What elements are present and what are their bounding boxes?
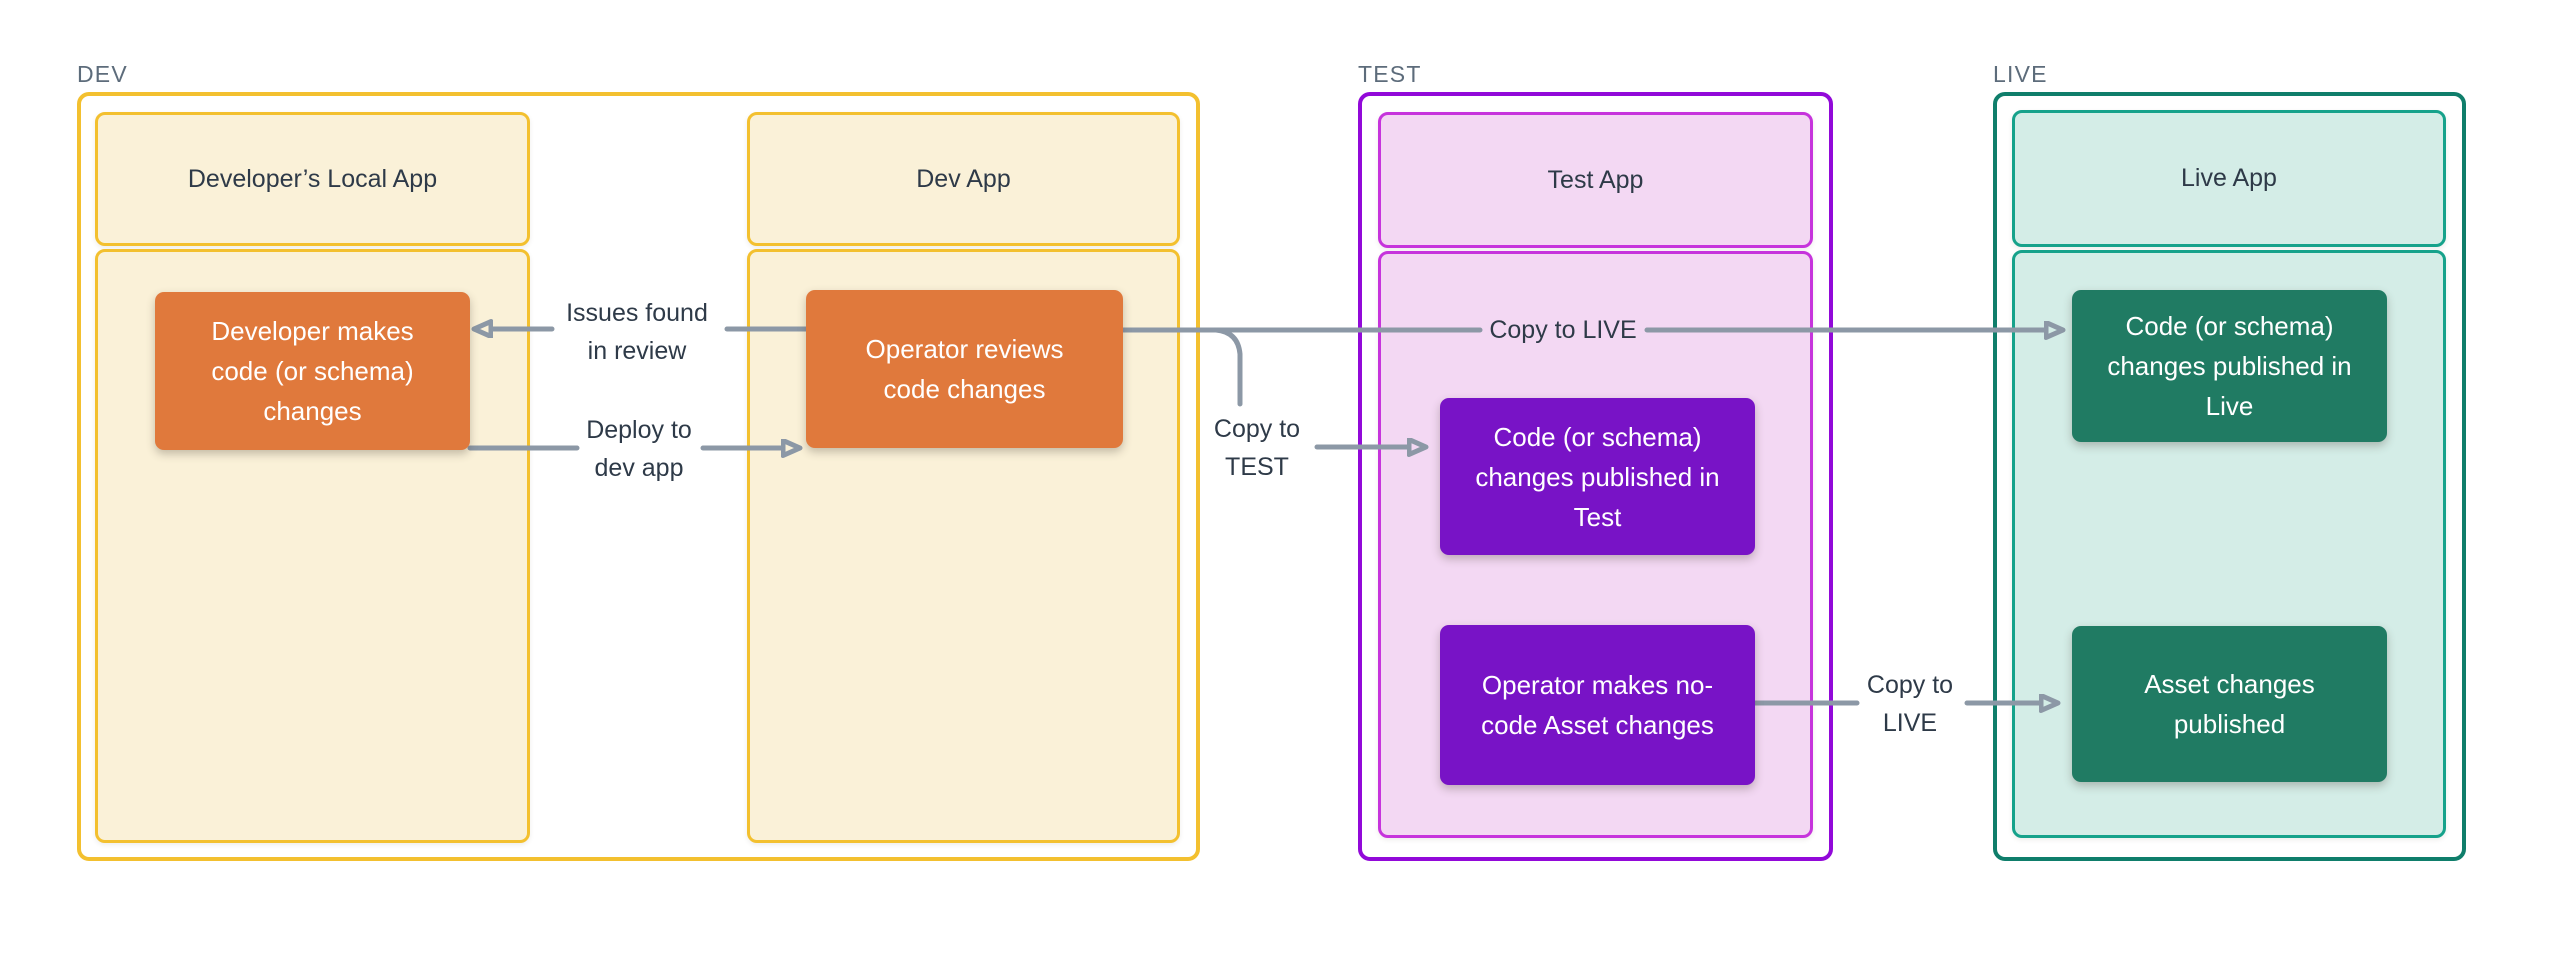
env-label-dev: DEV (77, 61, 128, 87)
label-issues-found-in-review: Issues found in review (566, 299, 708, 365)
arrow-branch-to-copy-test (1213, 327, 1243, 407)
label-copy-to-live-main: Copy to LIVE (1489, 316, 1637, 344)
dev-app-title: Dev App (916, 164, 1011, 193)
label-deploy-to-dev-app: Deploy to dev app (586, 416, 692, 482)
label-copy-to-test: Copy to TEST (1213, 415, 1301, 481)
node-asset-changes-published: Asset changes published (2072, 626, 2387, 782)
live-app-header: Live App (2012, 110, 2446, 247)
node-code-published-in-test: Code (or schema) changes published in Te… (1440, 398, 1755, 555)
dev-app-header: Dev App (747, 112, 1180, 246)
developers-local-app-title: Developer’s Local App (187, 164, 438, 193)
live-app-title: Live App (2181, 164, 2277, 192)
node-operator-no-code-asset-changes: Operator makes no- code Asset changes (1440, 625, 1755, 785)
node-developer-makes-changes: Developer makes code (or schema) changes (155, 292, 470, 450)
node-code-published-in-live: Code (or schema) changes published in Li… (2072, 290, 2387, 442)
env-label-test: TEST (1358, 61, 1422, 87)
node-operator-reviews-code: Operator reviews code changes (806, 290, 1123, 448)
env-label-live: LIVE (1993, 61, 2048, 87)
developers-local-app-header: Developer’s Local App (95, 112, 530, 246)
test-app-header: Test App (1378, 112, 1813, 248)
label-copy-to-live-asset: Copy to LIVE (1866, 671, 1954, 737)
test-app-title: Test App (1547, 165, 1644, 194)
